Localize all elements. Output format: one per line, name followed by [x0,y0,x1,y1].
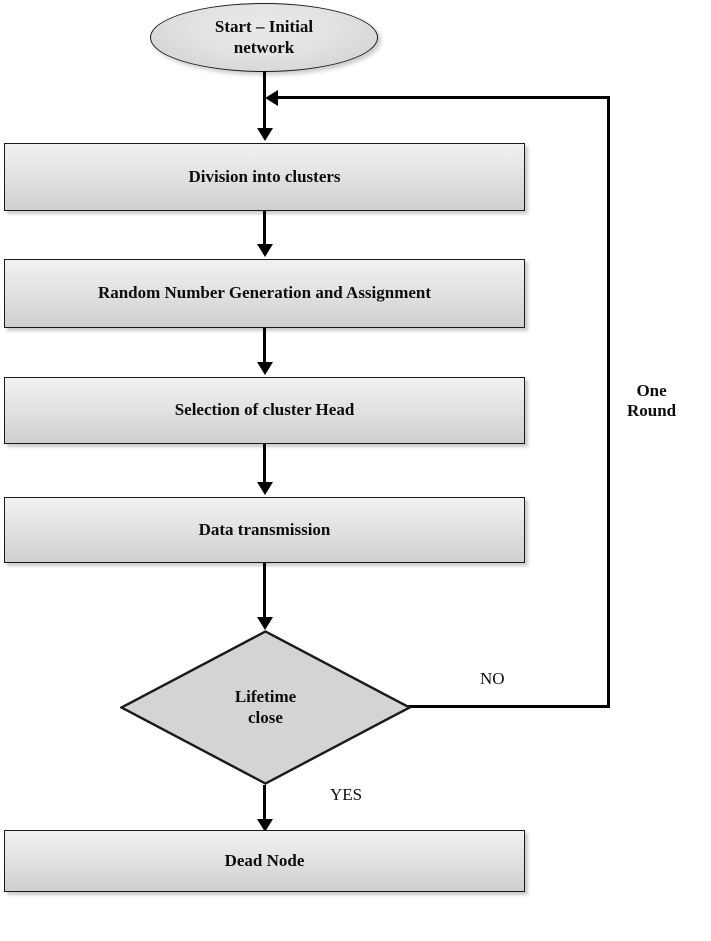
arrowhead-to-dead-node [256,819,273,832]
edge-label-one-round: One Round [627,381,677,421]
arrowhead-to-random [256,244,273,257]
edge-label-yes: YES [330,785,363,804]
node-division-into-clusters[interactable]: Division into clusters [4,143,525,211]
connector-division-to-random [263,211,266,244]
node-lifetime-close-decision-label: Lifetime close [234,686,297,727]
node-selection-of-cluster-head[interactable]: Selection of cluster Head [4,377,525,444]
connector-start-to-junction [263,71,266,99]
arrowhead-to-decision [256,617,273,630]
node-dead-node-label: Dead Node [224,850,305,870]
connector-selection-to-transmission [263,444,266,482]
edge-label-no: NO [480,669,505,688]
connector-feedback-top-horizontal [278,96,609,99]
node-start-label: Start – Initial network [214,16,314,57]
arrowhead-to-selection [256,362,273,375]
connector-junction-to-division [263,96,266,128]
connector-random-to-selection [263,328,266,362]
connector-transmission-to-decision [263,563,266,617]
node-selection-of-cluster-head-label: Selection of cluster Head [174,400,355,420]
node-data-transmission[interactable]: Data transmission [4,497,525,563]
connector-no-branch-vertical [607,96,610,708]
node-lifetime-close-decision[interactable]: Lifetime close [120,630,411,785]
node-data-transmission-label: Data transmission [198,519,331,539]
connector-yes-branch [263,785,266,827]
node-random-number-generation-label: Random Number Generation and Assignment [97,283,432,303]
node-start[interactable]: Start – Initial network [150,3,378,72]
connector-no-branch-horizontal [408,705,610,708]
arrowhead-feedback-to-junction [265,89,278,106]
node-dead-node[interactable]: Dead Node [4,830,525,892]
arrowhead-to-transmission [256,482,273,495]
arrowhead-to-division [256,128,273,141]
node-division-into-clusters-label: Division into clusters [188,166,341,186]
diamond-outline-icon [120,630,411,785]
node-random-number-generation[interactable]: Random Number Generation and Assignment [4,259,525,328]
